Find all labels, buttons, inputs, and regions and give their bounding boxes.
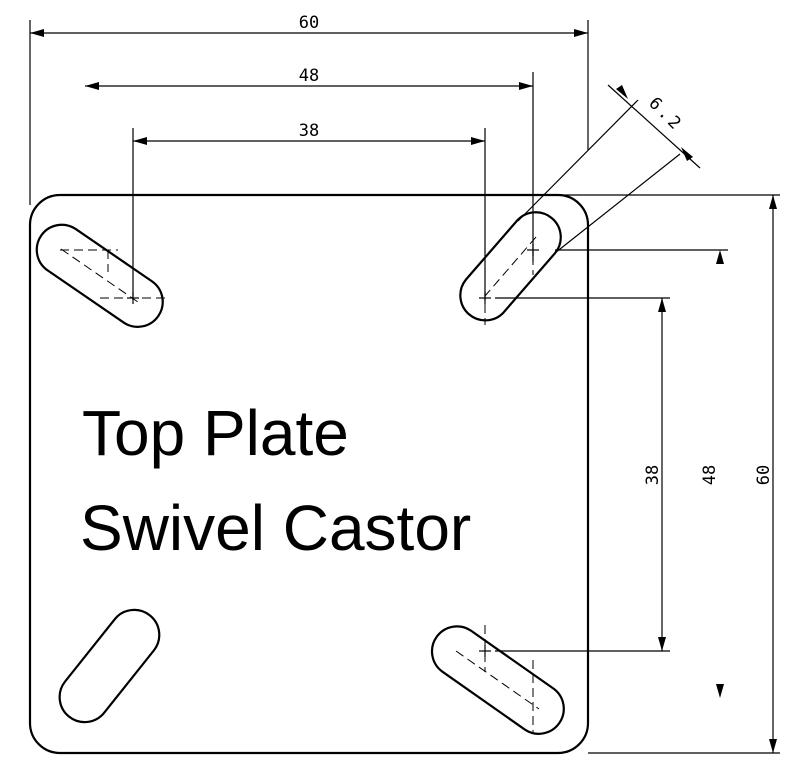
dimension-right-48-label: 48 (700, 465, 720, 485)
dimension-right-60-label: 60 (754, 465, 774, 485)
dimension-slot-width-label: 6.2 (644, 93, 686, 135)
plate-outline (28, 193, 590, 755)
dimension-right-38-label: 38 (643, 465, 663, 485)
title-line-1: Top Plate (82, 397, 349, 469)
dimension-top-60-label: 60 (299, 13, 319, 33)
dimension-top-38-label: 38 (299, 121, 319, 141)
dimension-top-60 (30, 29, 588, 37)
right-extension-lines (495, 194, 780, 754)
dimension-right-38 (658, 298, 666, 651)
dimension-top-38 (133, 137, 485, 145)
top-extension-lines (29, 20, 589, 300)
dimension-top-48-label: 48 (299, 66, 319, 86)
dimension-slot-width (517, 84, 701, 254)
slot-top-left (35, 223, 165, 328)
slot-bottom-left (58, 608, 161, 724)
slot-top-right (459, 211, 562, 325)
dimension-right-60 (769, 195, 777, 753)
dimension-right-48 (716, 250, 724, 698)
title-line-2: Swivel Castor (80, 492, 471, 564)
dimension-top-48 (85, 82, 533, 90)
slot-bottom-right (430, 625, 565, 735)
